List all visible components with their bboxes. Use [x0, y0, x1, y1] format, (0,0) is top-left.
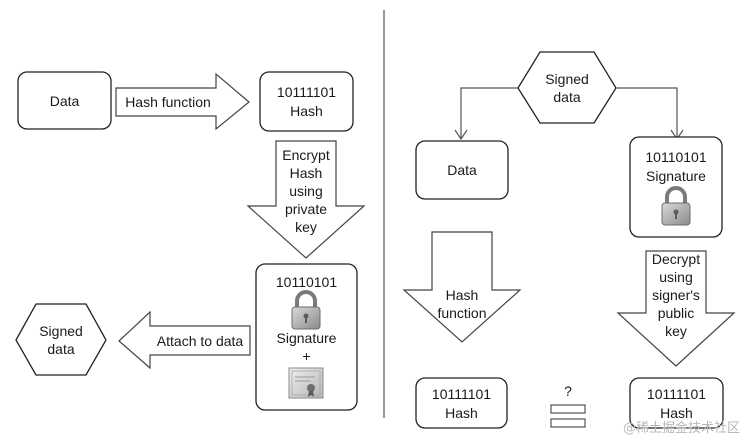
left-hash-box: 10111101 Hash [259, 71, 354, 132]
connector-to-data [454, 87, 518, 141]
left-hash-label: Hash [290, 103, 323, 119]
hash-function-arrow-label: Hash function [125, 94, 211, 110]
left-signature-bits: 10110101 [276, 274, 337, 290]
right-data-box: Data [415, 140, 509, 200]
encrypt-arrow: Encrypt Hash using private key [246, 140, 366, 259]
encrypt-line-2: Hash [290, 165, 323, 181]
padlock-icon [661, 186, 691, 226]
encrypt-line-1: Encrypt [282, 147, 330, 163]
right-hash-fn-line-1: Hash [446, 287, 479, 303]
decrypt-line-1: Decrypt [652, 251, 700, 267]
right-hash-function-arrow: Hash function [402, 231, 522, 343]
equals-icon [550, 404, 586, 428]
right-hash-left-bits: 10111101 [432, 386, 491, 402]
right-signed-line-2: data [553, 89, 580, 105]
plus-sign: + [302, 348, 310, 364]
watermark: @稀土掘金技术社区 [623, 420, 740, 436]
left-hash-bits: 10111101 [277, 84, 336, 100]
right-signed-data-hexagon: Signed data [517, 51, 617, 124]
left-signature-box: 10110101 Signature + [255, 263, 358, 411]
encrypt-line-3: using [289, 183, 322, 199]
left-signed-data-hexagon: Signed data [15, 303, 107, 376]
right-hash-box-right: 10111101 Hash [629, 377, 724, 429]
left-data-box: Data [17, 71, 112, 130]
right-hash-right-bits: 10111101 [647, 386, 706, 402]
left-data-label: Data [50, 93, 80, 109]
right-hash-fn-line-2: function [437, 305, 486, 321]
right-signature-label: Signature [646, 168, 706, 184]
hash-function-arrow: Hash function [115, 72, 250, 131]
left-signature-label: Signature [277, 330, 337, 346]
encrypt-line-4: private [285, 201, 327, 217]
decrypt-line-2: using [659, 269, 692, 285]
right-hash-left-label: Hash [445, 405, 478, 421]
decrypt-arrow: Decrypt using signer's public key [616, 250, 736, 367]
encrypt-line-5: key [295, 219, 317, 235]
decrypt-line-4: public [658, 305, 695, 321]
certificate-icon [288, 367, 324, 399]
attach-arrow-label: Attach to data [157, 333, 244, 349]
question-mark: ? [564, 383, 572, 399]
connector-to-signature [616, 87, 684, 141]
right-signed-line-1: Signed [545, 71, 589, 87]
right-signature-bits: 10110101 [645, 149, 706, 165]
padlock-icon [291, 290, 321, 330]
decrypt-line-5: key [665, 323, 687, 339]
right-data-label: Data [447, 162, 477, 178]
right-hash-box-left: 10111101 Hash [415, 377, 508, 429]
right-hash-right-label: Hash [660, 405, 693, 421]
left-signed-line-1: Signed [39, 323, 83, 339]
left-signed-line-2: data [47, 341, 74, 357]
decrypt-line-3: signer's [652, 287, 700, 303]
right-signature-box: 10110101 Signature [629, 136, 723, 238]
attach-to-data-arrow: Attach to data [118, 310, 251, 370]
